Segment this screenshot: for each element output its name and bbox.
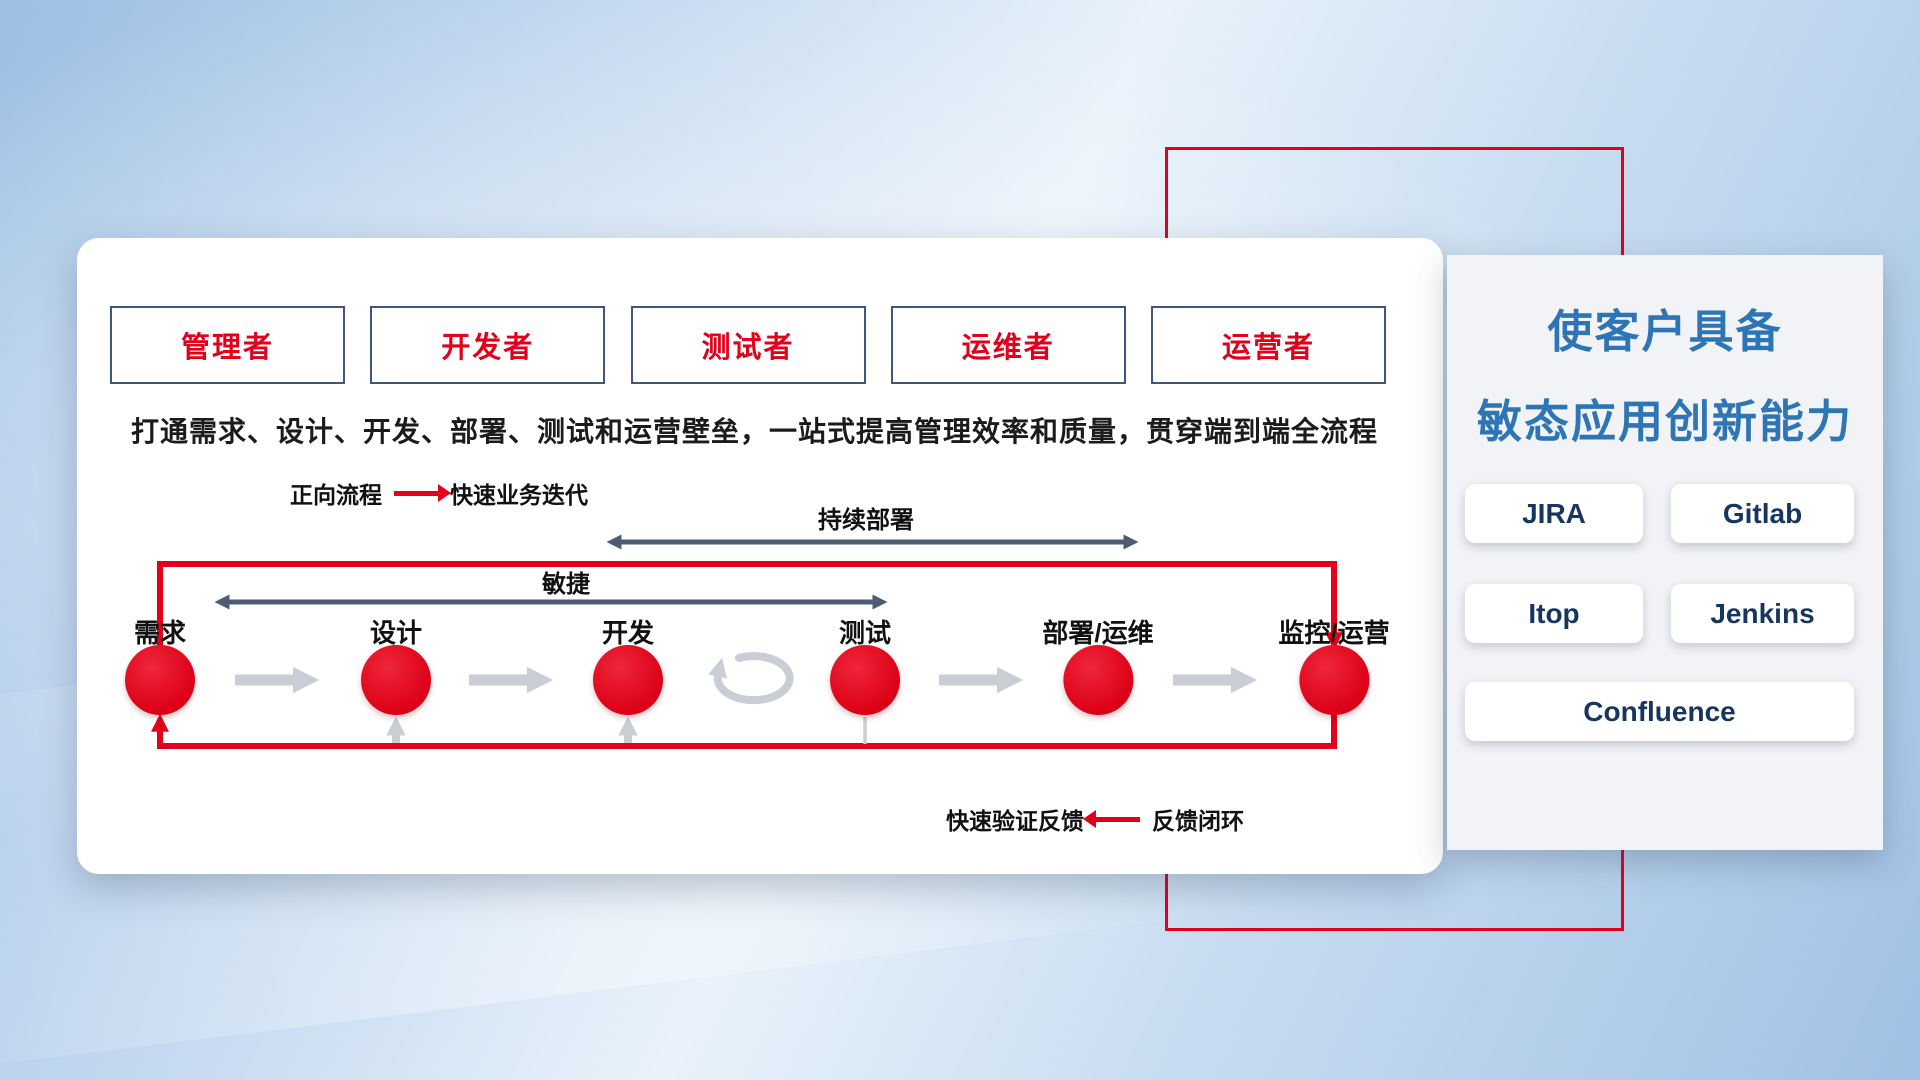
capability-panel: 使客户具备 敏态应用创新能力 JIRA Gitlab Itop Jenkins … [1447,255,1883,850]
forward-flow-label: 正向流程 [290,482,382,508]
stage-label: 需求 [133,618,186,648]
stage-design: 设计 [361,618,431,715]
stage-label: 部署/运维 [1042,618,1154,648]
red-forward-loop [157,561,1343,668]
forward-flow-legend: 正向流程 快速业务迭代 [290,476,588,510]
stage-circle [830,645,900,715]
role-box-developer: 开发者 [370,306,606,384]
role-box-manager: 管理者 [110,306,345,384]
red-feedback-loop [151,693,1337,749]
agile-label: 敏捷 [542,571,590,598]
stage-deploy-ops: 部署/运维 [1042,618,1154,715]
role-box-tester: 测试者 [630,306,866,384]
tool-button-gitlab[interactable]: Gitlab [1671,484,1854,543]
continuous-deploy-label: 持续部署 [818,507,914,534]
stage-circle [125,645,195,715]
tool-button-jenkins[interactable]: Jenkins [1671,584,1854,643]
stage-monitor-ops: 监控/运营 [1278,618,1390,715]
role-box-operator: 运营者 [1151,306,1386,384]
stage-circle [361,645,431,715]
stage-label: 监控/运营 [1278,618,1390,648]
feedback-desc: 反馈闭环 [1152,808,1244,834]
stage-circle [1298,645,1369,715]
tool-button-jira[interactable]: JIRA [1465,484,1643,543]
tool-button-itop[interactable]: Itop [1465,584,1643,643]
tool-button-confluence[interactable]: Confluence [1465,682,1854,741]
forward-flow-desc: 快速业务迭代 [450,482,588,508]
stage-label: 设计 [369,618,422,648]
feedback-legend: 快速验证反馈 反馈闭环 [946,802,1244,836]
roles-row: 管理者 开发者 测试者 运维者 运营者 [110,306,1386,384]
stage-circle [1062,645,1133,715]
feedback-arrow-icon [1096,816,1140,822]
panel-title-line1: 使客户具备 [1547,306,1783,357]
workflow-card: 管理者 开发者 测试者 运维者 运营者 打通需求、设计、开发、部署、测试和运营壁… [77,238,1443,874]
feedback-label: 快速验证反馈 [946,808,1084,834]
forward-arrow-icon [394,490,438,496]
role-box-ops: 运维者 [890,306,1126,384]
stage-label: 开发 [601,618,654,648]
stage-label: 测试 [838,618,891,648]
stage-test: 测试 [830,618,900,715]
stage-circle [593,645,663,715]
stage-develop: 开发 [593,618,663,715]
card-subtitle: 打通需求、设计、开发、部署、测试和运营壁垒，一站式提高管理效率和质量，贯穿端到端… [131,416,1379,447]
panel-title-line2: 敏态应用创新能力 [1476,396,1853,447]
stage-requirement: 需求 [125,618,195,715]
iteration-loop-icon [708,652,794,705]
